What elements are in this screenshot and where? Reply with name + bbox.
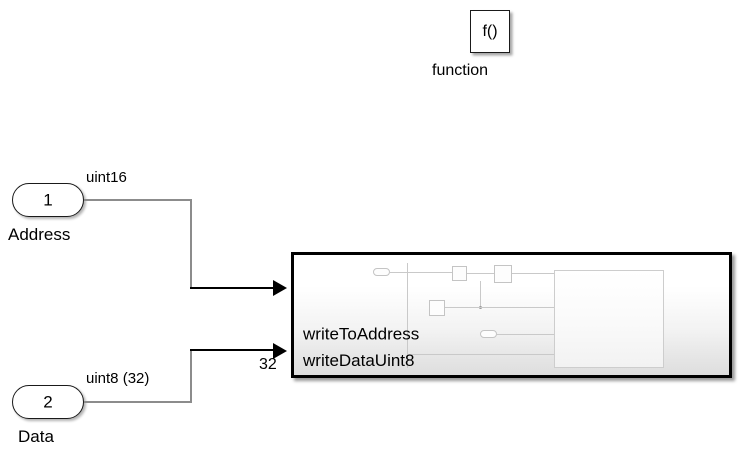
ghost-line-top-b	[467, 273, 495, 274]
ghost-line-top-c	[512, 273, 556, 274]
ghost-oval-top-left	[373, 268, 390, 276]
subsystem-port-label-write-to-address: writeToAddress	[303, 324, 420, 344]
subsystem-block[interactable]: writeToAddress writeDataUint8	[291, 252, 732, 378]
subsystem-port-label-write-data-uint8: writeDataUint8	[303, 351, 415, 370]
signal-label-uint16: uint16	[86, 169, 127, 186]
wire-address-segment-horizontal-top[interactable]	[84, 199, 192, 201]
inport-number-address: 1	[43, 190, 53, 210]
ghost-line-top-a	[390, 272, 453, 273]
wire-data-segment-vertical[interactable]	[190, 350, 192, 402]
wire-address-arrowhead	[273, 280, 287, 296]
ghost-oval-mid	[480, 330, 497, 338]
ghost-rect-right	[554, 270, 664, 368]
ghost-line-lower-b	[407, 354, 556, 355]
wire-address-segment-horizontal-bottom[interactable]	[190, 287, 274, 290]
inport-label-address: Address	[8, 225, 71, 244]
wire-data-segment-horizontal-top[interactable]	[190, 349, 274, 352]
ghost-square-mid	[429, 300, 445, 316]
ghost-square-top-b	[494, 265, 512, 283]
ghost-line-vertical-left	[407, 263, 408, 368]
wire-data-arrowhead	[273, 343, 287, 359]
ghost-line-mid	[445, 307, 556, 308]
inport-block-address[interactable]: 1	[12, 183, 84, 217]
inport-block-data[interactable]: 2	[12, 385, 84, 419]
ghost-line-vertical-mid	[480, 281, 481, 309]
ghost-square-top-a	[452, 266, 467, 281]
ghost-line-lower-a	[497, 334, 556, 335]
inport-number-data: 2	[43, 392, 53, 412]
function-block-text: f()	[482, 22, 498, 40]
signal-width-label-32: 32	[259, 356, 277, 373]
inport-label-data: Data	[18, 427, 54, 446]
wire-data-segment-horizontal-bottom[interactable]	[84, 401, 192, 403]
function-block-caption: function	[432, 62, 489, 79]
wire-address-segment-vertical[interactable]	[190, 199, 192, 288]
signal-label-uint8-32: uint8 (32)	[86, 370, 150, 387]
function-block[interactable]: f()	[470, 10, 510, 53]
